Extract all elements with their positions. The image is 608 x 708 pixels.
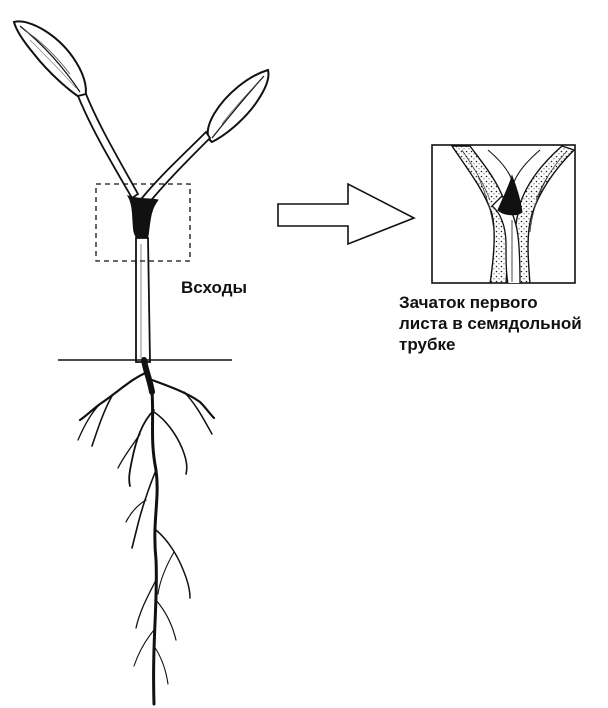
right-cotyledon (208, 70, 269, 142)
detail-caption: Зачаток первого листа в семядольной труб… (399, 292, 604, 355)
hypocotyl (136, 238, 150, 362)
detail-inset (432, 145, 575, 284)
arrow-icon (278, 184, 414, 244)
seedling-label: Всходы (181, 277, 247, 298)
detail-caption-line: листа в семядольной (399, 313, 604, 334)
cotyledon-node (128, 196, 158, 242)
detail-caption-line: Зачаток первого (399, 292, 604, 313)
left-petiole (78, 94, 138, 198)
detail-caption-line: трубке (399, 334, 604, 355)
left-cotyledon (14, 21, 86, 100)
root-system (78, 360, 214, 704)
right-petiole (142, 132, 210, 204)
